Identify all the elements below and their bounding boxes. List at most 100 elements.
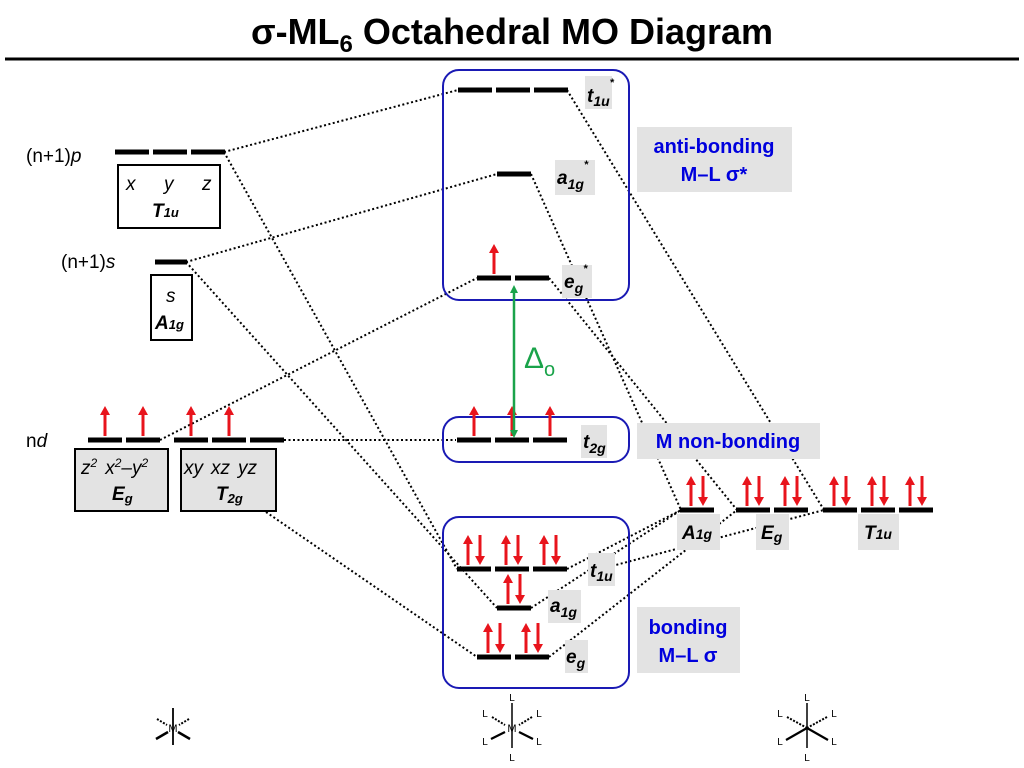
svg-text:t2g: t2g <box>583 432 606 456</box>
ligand-label-A1g: A1g <box>677 514 720 550</box>
electron-down-eg-1 <box>533 623 543 653</box>
line-eg-eg-star <box>159 277 478 441</box>
electron-up-nd-t2g-0 <box>186 406 196 436</box>
electron-down-lig-T1u-1 <box>879 476 889 506</box>
ns-symmetry-box <box>150 274 193 341</box>
np-component-y: y <box>162 174 175 195</box>
ns-component-s: s <box>166 286 176 307</box>
svg-text:Eg: Eg <box>761 523 783 545</box>
svg-text:L: L <box>831 709 837 720</box>
mo-label-a1g: a1g <box>548 590 581 623</box>
electron-up-t1u-1 <box>501 535 511 565</box>
electron-up-eg-0 <box>483 623 493 653</box>
electron-up-lig-A1g-0 <box>686 476 696 506</box>
antibonding-region-label: anti-bonding M–L σ* <box>637 127 792 192</box>
electron-down-t1u-2 <box>551 535 561 565</box>
electron-up-t2g-2 <box>545 406 555 436</box>
nd-eg-box <box>74 448 169 512</box>
svg-text:L: L <box>482 709 488 720</box>
ligand-label-T1u: T1u <box>858 514 899 550</box>
line-ns-a1g-star <box>185 173 498 263</box>
line-eg-star-ligEg <box>548 277 738 511</box>
nd-t2g-symmetry-label: T2g <box>216 484 243 506</box>
mo-label-t2g: t2g <box>581 425 607 458</box>
splitting-label: Δo <box>524 342 555 381</box>
ligands-structure: L L L L L L <box>777 693 837 764</box>
nd-label: nd <box>26 431 49 452</box>
svg-text:t1u*: t1u* <box>587 77 615 109</box>
svg-text:L: L <box>509 693 515 704</box>
np-component-z: z <box>201 174 212 195</box>
line-t2g-eg <box>265 511 478 658</box>
electron-up-lig-Eg-1 <box>780 476 790 506</box>
svg-text:T1u: T1u <box>864 523 892 544</box>
electron-up-lig-T1u-2 <box>905 476 915 506</box>
electron-up-eg-star-0 <box>489 244 499 274</box>
line-np-t1u <box>223 151 458 570</box>
np-symmetry-label: T1u <box>152 201 179 222</box>
svg-text:L: L <box>509 753 515 764</box>
svg-text:L: L <box>831 737 837 748</box>
electron-down-lig-T1u-0 <box>841 476 851 506</box>
electron-up-lig-Eg-0 <box>742 476 752 506</box>
electron-down-t1u-0 <box>475 535 485 565</box>
svg-text:M: M <box>507 723 516 735</box>
complex-structure: M L L L L L L <box>482 693 542 764</box>
mo-label-eg-star: eg* <box>562 263 592 298</box>
electron-up-nd-eg-1 <box>138 406 148 436</box>
energy-levels <box>88 87 933 660</box>
svg-text:eg*: eg* <box>564 263 588 296</box>
electron-up-t2g-0 <box>469 406 479 436</box>
antibonding-box <box>442 69 630 301</box>
svg-text:bonding: bonding <box>649 617 728 639</box>
svg-text:M non-bonding: M non-bonding <box>656 431 800 453</box>
electron-up-eg-1 <box>521 623 531 653</box>
mo-label-t1u: t1u <box>588 553 615 586</box>
electron-down-lig-Eg-1 <box>792 476 802 506</box>
svg-text:eg: eg <box>566 647 586 671</box>
electron-up-nd-eg-0 <box>100 406 110 436</box>
page-title: σ-ML6 Octahedral MO Diagram <box>251 11 773 58</box>
line-ns-a1g <box>185 261 498 609</box>
electron-down-lig-Eg-0 <box>754 476 764 506</box>
svg-text:L: L <box>804 693 810 704</box>
nd-eg-symmetry-label: Eg <box>112 484 133 506</box>
np-component-x: x <box>125 174 137 195</box>
electron-down-t1u-1 <box>513 535 523 565</box>
electron-up-t1u-0 <box>463 535 473 565</box>
svg-text:anti-bonding: anti-bonding <box>653 136 774 158</box>
svg-text:L: L <box>536 709 542 720</box>
bonding-box <box>442 516 630 689</box>
svg-text:L: L <box>482 737 488 748</box>
mo-label-eg: eg <box>565 640 588 673</box>
electron-down-lig-T1u-2 <box>917 476 927 506</box>
svg-text:M–L σ*: M–L σ* <box>681 164 748 186</box>
nonbonding-box <box>442 416 630 463</box>
metal-structure: M <box>155 708 191 745</box>
mo-label-a1g-star: a1g* <box>555 159 595 195</box>
electron-up-t2g-1 <box>507 406 517 436</box>
electron-up-a1g-0 <box>503 574 513 604</box>
electron-up-lig-T1u-0 <box>829 476 839 506</box>
np-label: (n+1)p <box>26 146 81 167</box>
electron-up-t1u-2 <box>539 535 549 565</box>
svg-text:A1g: A1g <box>681 523 713 544</box>
svg-text:L: L <box>804 753 810 764</box>
line-t1u-ligT1u <box>566 509 682 570</box>
np-symmetry-box <box>117 164 221 229</box>
metal-structure-M: M <box>168 723 177 735</box>
svg-text:L: L <box>536 737 542 748</box>
svg-text:L: L <box>777 709 783 720</box>
electron-down-eg-0 <box>495 623 505 653</box>
electron-down-a1g-0 <box>515 574 525 604</box>
line-a1g-ligA1g <box>530 509 682 609</box>
svg-text:a1g: a1g <box>550 596 577 620</box>
svg-text:L: L <box>777 737 783 748</box>
electron-up-nd-t2g-1 <box>224 406 234 436</box>
ns-symmetry-label: A1g <box>154 313 184 334</box>
svg-text:M–L σ: M–L σ <box>659 645 718 667</box>
line-a1g-star-ligA1g <box>530 173 682 511</box>
